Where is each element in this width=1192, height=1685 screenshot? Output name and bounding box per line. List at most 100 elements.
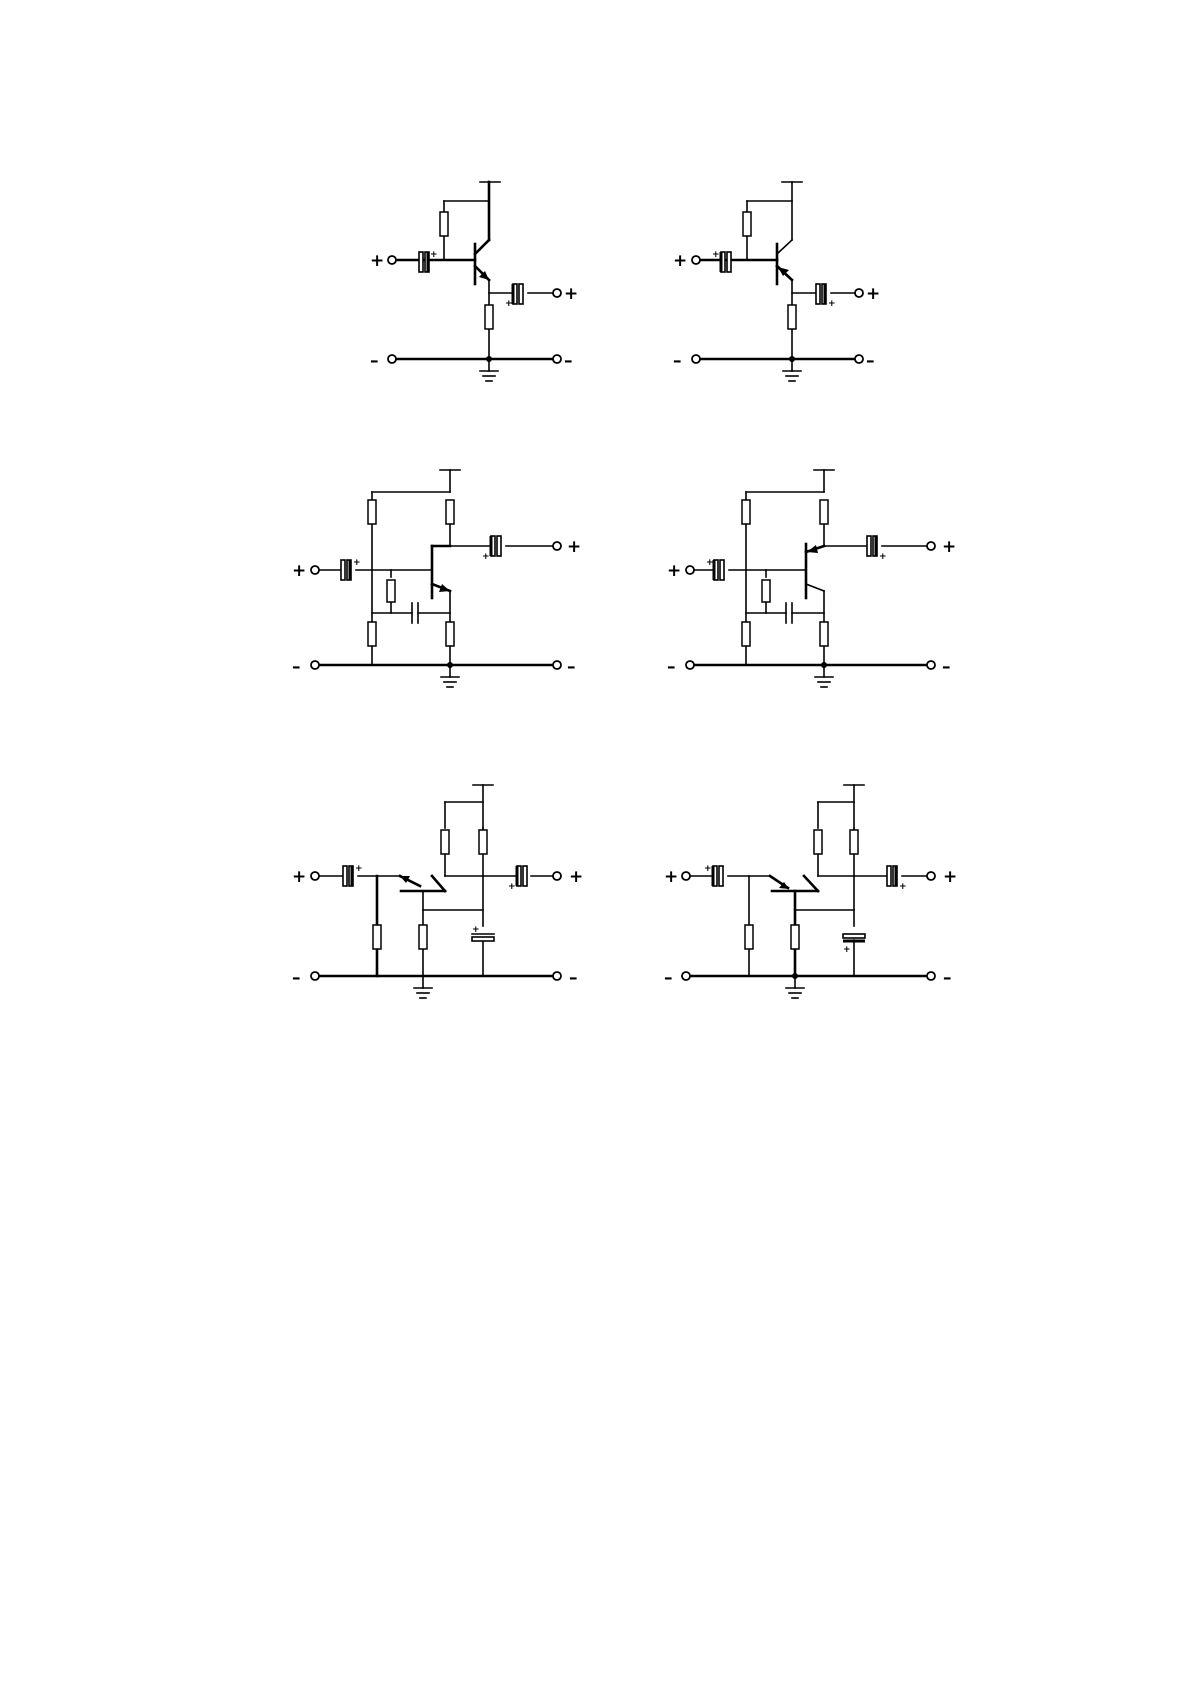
terminal-in-plus[interactable] [311, 566, 319, 574]
terminal-in-minus[interactable] [388, 355, 396, 363]
terminal-out-plus[interactable] [553, 872, 561, 880]
resistor-base-lower [419, 925, 427, 949]
polarity-mark: + [843, 945, 851, 955]
circuit-ce-pnp: + + + – + – [667, 470, 956, 687]
resistor-base-lower [742, 622, 750, 646]
terminal-out-plus[interactable] [855, 289, 863, 297]
terminal-in-plus[interactable] [311, 872, 319, 880]
label-out-minus: – [942, 657, 951, 677]
terminal-in-minus[interactable] [311, 661, 319, 669]
terminal-in-minus[interactable] [682, 972, 690, 980]
label-in-plus: + [292, 867, 306, 887]
wiring [690, 470, 927, 687]
label-in-minus: – [673, 351, 682, 371]
label-out-plus: + [943, 867, 957, 887]
label-out-plus: + [866, 284, 880, 304]
resistor-collector [814, 830, 822, 854]
capacitor-input: + [704, 864, 723, 886]
terminal-out-minus[interactable] [927, 661, 935, 669]
polarity-mark: + [828, 299, 836, 309]
polarity-mark: + [472, 925, 480, 935]
terminal-in-minus[interactable] [686, 661, 694, 669]
wiring [690, 785, 927, 998]
polarity-mark: + [706, 558, 714, 568]
junction-dot [821, 662, 827, 668]
label-out-plus: + [564, 284, 578, 304]
label-out-minus: – [569, 968, 578, 988]
label-in-plus: + [370, 251, 384, 271]
wiring [315, 785, 553, 998]
label-out-minus: – [943, 968, 952, 988]
circuit-cc-npn: + + + – + – [370, 182, 578, 381]
label-out-minus: – [866, 351, 875, 371]
label-in-minus: – [667, 657, 676, 677]
terminal-in-minus[interactable] [692, 355, 700, 363]
capacitor-bypass [786, 603, 792, 623]
label-in-plus: + [292, 561, 306, 581]
label-in-minus: – [292, 657, 301, 677]
label-in-minus: – [292, 968, 301, 988]
circuit-cc-pnp: + + + – + – [673, 182, 880, 381]
resistor-emitter [485, 305, 493, 329]
capacitor-input: + [706, 558, 724, 580]
terminal-out-plus[interactable] [553, 542, 561, 550]
terminal-in-plus[interactable] [692, 256, 700, 264]
circuit-ce-npn: + + + – + – [292, 470, 581, 687]
capacitor-output: + [482, 536, 501, 562]
polarity-mark: + [355, 864, 363, 874]
terminal-in-plus[interactable] [686, 566, 694, 574]
resistor-base-lower [368, 622, 376, 646]
capacitor-bypass [412, 603, 418, 623]
junction-dot [789, 356, 795, 362]
emitter-arrow [439, 584, 450, 592]
terminal-out-plus[interactable] [927, 872, 935, 880]
terminal-out-minus[interactable] [855, 355, 863, 363]
polarity-mark: + [508, 882, 516, 892]
capacitor-base-bypass: + [472, 925, 494, 941]
resistor-feedback [762, 580, 770, 602]
label-out-plus: + [567, 537, 581, 557]
junction-dot [792, 973, 798, 979]
label-in-plus: + [667, 561, 681, 581]
resistor-base-upper [742, 500, 750, 524]
capacitor-output: + [508, 866, 527, 892]
terminal-out-minus[interactable] [553, 355, 561, 363]
circuit-cb-npn: + + + + – + – [292, 785, 583, 998]
capacitor-output: + [887, 866, 907, 892]
terminal-in-plus[interactable] [388, 256, 396, 264]
junction-dot [447, 662, 453, 668]
resistor-emitter [745, 925, 753, 949]
resistor-base-upper [479, 830, 487, 854]
terminal-out-minus[interactable] [553, 661, 561, 669]
terminal-out-minus[interactable] [553, 972, 561, 980]
resistor-emitter [446, 622, 454, 646]
capacitor-output: + [816, 284, 836, 309]
polarity-mark: + [712, 250, 720, 260]
emitter-arrow [807, 545, 818, 553]
capacitor-output: + [505, 284, 523, 309]
terminal-out-plus[interactable] [553, 289, 561, 297]
terminal-in-plus[interactable] [682, 872, 690, 880]
label-out-plus: + [942, 537, 956, 557]
polarity-mark: + [899, 882, 907, 892]
capacitor-output: + [867, 536, 887, 562]
terminal-in-minus[interactable] [311, 972, 319, 980]
polarity-mark: + [482, 552, 490, 562]
junction-dot [486, 356, 492, 362]
resistor-emitter-top [820, 500, 828, 524]
label-out-plus: + [569, 867, 583, 887]
label-in-plus: + [673, 251, 687, 271]
capacitor-input: + [343, 864, 363, 886]
resistor-base-upper [850, 830, 858, 854]
wiring [397, 182, 554, 381]
terminal-out-plus[interactable] [927, 542, 935, 550]
resistor-collector [820, 622, 828, 646]
resistor-emitter [373, 925, 381, 949]
polarity-mark: + [430, 250, 438, 260]
polarity-mark: + [879, 552, 887, 562]
resistor-collector [441, 830, 449, 854]
resistor-bias [440, 212, 448, 236]
circuit-cb-pnp: + + + + – + – [664, 785, 957, 998]
terminal-out-minus[interactable] [927, 972, 935, 980]
